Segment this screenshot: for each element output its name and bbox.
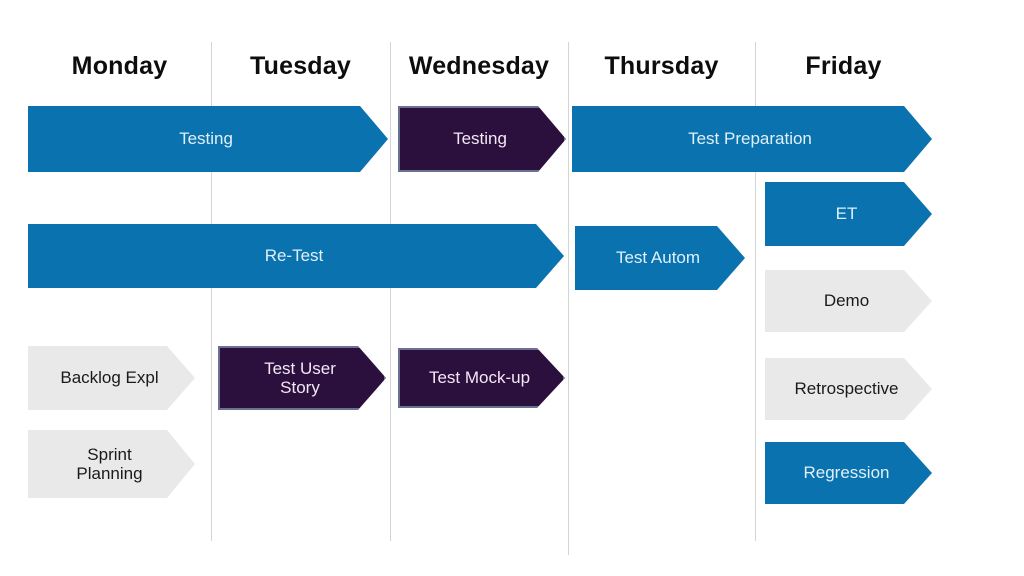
task-demo[interactable]: Demo [765,270,932,332]
day-header-tuesday: Tuesday [250,52,351,80]
task-label: ET [835,204,858,224]
day-header-monday: Monday [71,52,168,80]
task-retrospective[interactable]: Retrospective [765,358,932,420]
task-label: Test Mock-up [428,368,531,388]
task-regression[interactable]: Regression [765,442,932,504]
task-label: Testing [179,129,233,149]
task-test-preparation[interactable]: Test Preparation [572,106,932,172]
task-label: Regression [803,463,890,483]
task-label: Test Autom [615,248,701,268]
column-divider-3 [568,42,569,555]
column-divider-2 [390,42,391,541]
task-testing-mon-tue[interactable]: Testing [28,106,388,172]
task-testing-wed[interactable]: Testing [398,106,566,172]
task-label: Test User Story [264,358,336,397]
task-sprint-planning[interactable]: Sprint Planning [28,430,195,498]
task-test-user-story[interactable]: Test User Story [218,346,386,410]
task-label: Retrospective [794,379,899,399]
task-test-mock-up[interactable]: Test Mock-up [398,348,565,408]
task-label: Testing [453,129,507,149]
task-label: Re-Test [264,246,324,266]
task-label: Backlog Expl [60,368,159,388]
day-header-wednesday: Wednesday [408,52,550,80]
column-divider-4 [755,42,756,541]
task-label: Test Preparation [688,129,812,149]
task-label: Demo [823,291,870,311]
task-et[interactable]: ET [765,182,932,246]
column-divider-1 [211,42,212,541]
day-header-thursday: Thursday [604,52,719,80]
task-test-autom[interactable]: Test Autom [575,226,745,290]
task-label: Sprint Planning [76,444,143,483]
task-re-test[interactable]: Re-Test [28,224,564,288]
task-backlog-expl[interactable]: Backlog Expl [28,346,195,410]
day-header-friday: Friday [805,52,882,80]
